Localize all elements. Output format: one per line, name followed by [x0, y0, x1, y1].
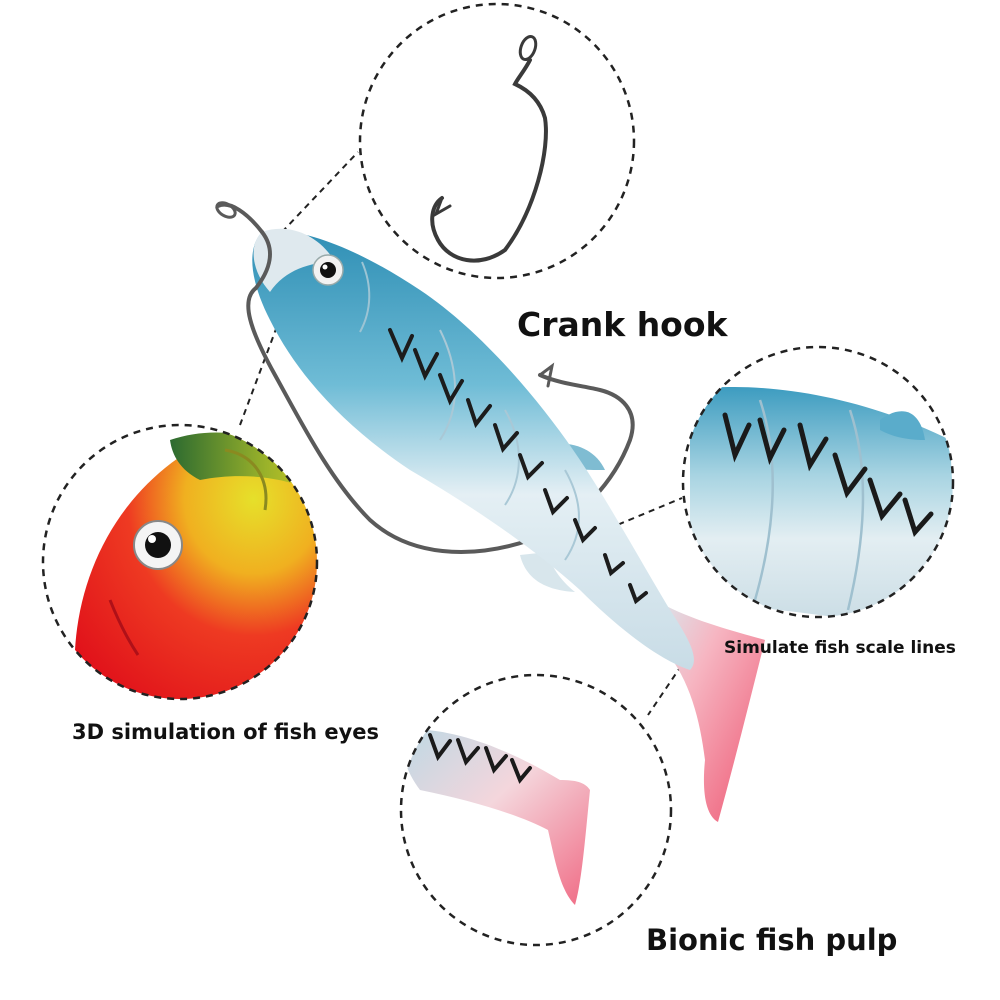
main-hook [215, 201, 635, 554]
main-hook-front [254, 230, 272, 290]
scale-lines-callout [681, 345, 955, 619]
scale-lines-label: Simulate fish scale lines [724, 638, 956, 658]
fish-pulp-callout [399, 673, 673, 947]
crank-hook-callout [358, 2, 636, 280]
fish-pulp-label: Bionic fish pulp [646, 923, 898, 957]
crank-hook-label: Crank hook [517, 305, 728, 344]
fish-eyes-label: 3D simulation of fish eyes [72, 720, 380, 744]
main-lure-body [252, 228, 765, 822]
fish-eyes-callout [41, 423, 319, 701]
